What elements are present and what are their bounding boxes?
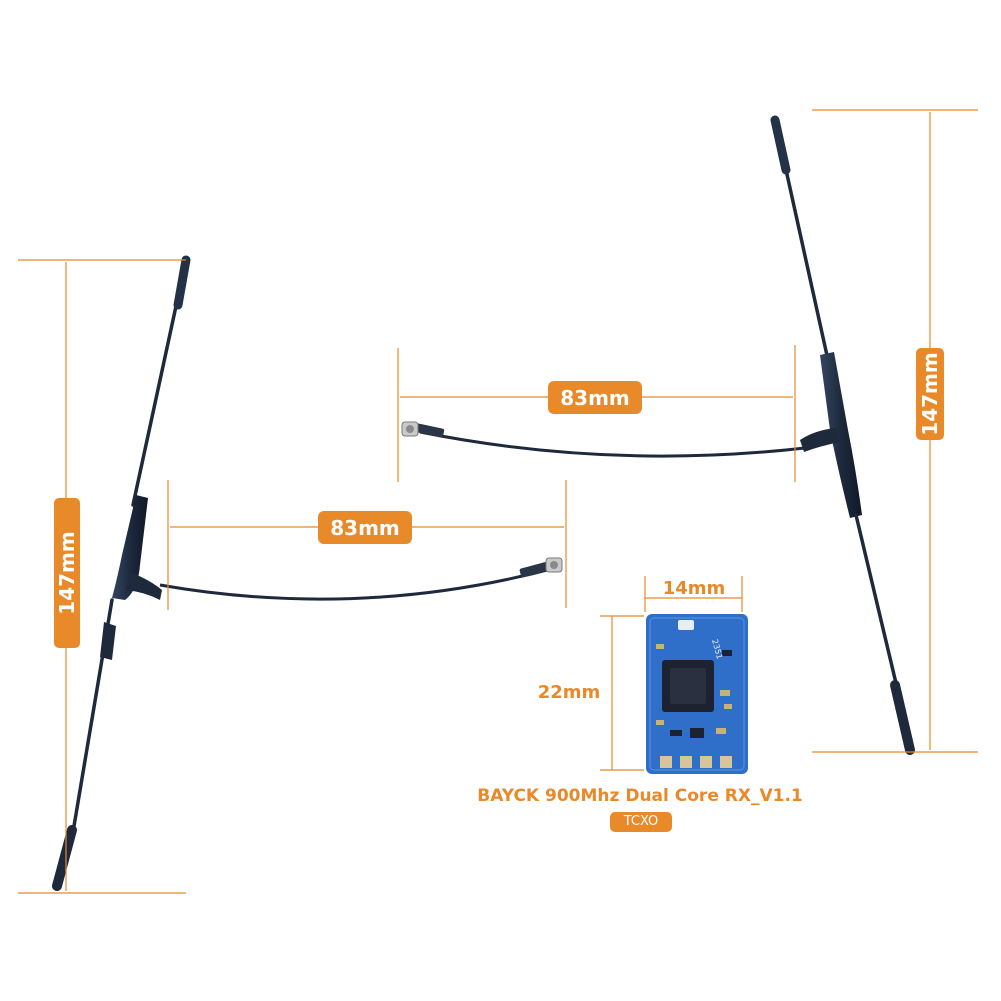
left-height-label: 147mm [55, 531, 79, 614]
board-width-dimension: 14mm [644, 576, 743, 612]
pad [660, 756, 672, 768]
left-height-dimension: 147mm [18, 259, 186, 894]
pad [680, 756, 692, 768]
left-ufl-connector [519, 557, 563, 578]
left-cable-dimension: 83mm [167, 480, 567, 610]
receiver-board: 2351 [646, 614, 748, 774]
board-height-dimension: 22mm [538, 615, 644, 771]
left-antenna [52, 255, 191, 891]
right-coax-cable [419, 430, 806, 458]
left-coax-cable [159, 566, 556, 601]
right-cable-label: 83mm [560, 386, 630, 410]
pad [700, 756, 712, 768]
product-name: BAYCK 900Mhz Dual Core RX_V1.1 [477, 786, 803, 806]
board-width-label: 14mm [663, 578, 726, 599]
right-height-label: 147mm [918, 352, 942, 435]
tcxo-tag: TCXO [610, 812, 672, 832]
right-cable-dimension: 83mm [397, 345, 796, 482]
board-height-label: 22mm [538, 682, 601, 703]
right-height-dimension: 147mm [812, 109, 978, 753]
left-cable-label: 83mm [330, 516, 400, 540]
pad [720, 756, 732, 768]
right-ufl-connector [401, 421, 445, 438]
right-antenna [770, 115, 915, 755]
